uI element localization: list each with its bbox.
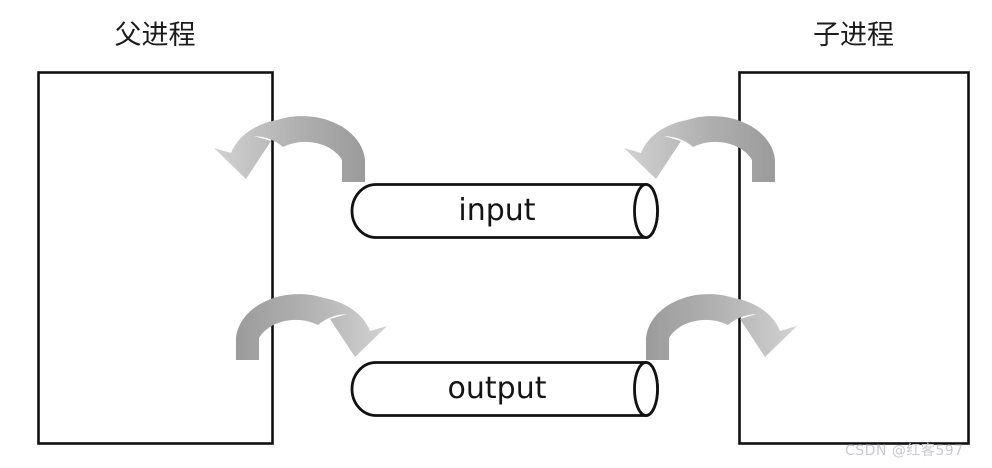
arrow-output-to-child [646, 294, 797, 360]
arrow-input-to-parent-shape [214, 116, 365, 182]
parent-process-box [37, 71, 274, 445]
output-pipe [350, 361, 659, 417]
arrow-child-to-input [624, 116, 775, 182]
output-pipe-label: output [447, 371, 547, 406]
input-pipe-label: input [458, 193, 536, 228]
arrow-parent-to-output [236, 294, 387, 360]
arrow-input-to-parent [214, 116, 365, 182]
arrow-output-to-child-shape [646, 294, 797, 360]
child-process-box [738, 71, 970, 445]
watermark-text: CSDN @红客597 [845, 443, 964, 459]
output-pipe-cap [633, 361, 659, 417]
parent-process-label: 父进程 [114, 20, 196, 51]
arrow-parent-to-output-shape [236, 294, 387, 360]
arrow-child-to-input-shape [624, 116, 775, 182]
input-pipe-cap [633, 183, 659, 239]
input-pipe [350, 183, 659, 239]
child-process-label: 子进程 [813, 20, 894, 51]
